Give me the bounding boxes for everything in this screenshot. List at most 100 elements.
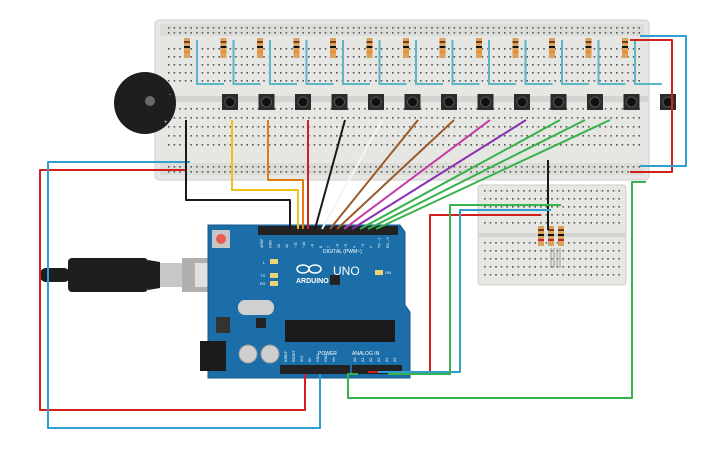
wire-white [321, 119, 383, 230]
wire-teal [378, 40, 407, 85]
pushbutton-row [222, 94, 676, 110]
wire-teal [488, 40, 516, 85]
pin-label: RX←0 [386, 237, 390, 248]
usb-cable [40, 258, 224, 292]
wire-green-3 [375, 119, 611, 230]
wire-teal [415, 40, 443, 85]
wire-teal [232, 40, 261, 85]
resistor [512, 38, 519, 58]
resistor-row [184, 38, 628, 58]
pin-label: RESET [292, 349, 296, 362]
led-l-label: L [263, 260, 266, 265]
power-pin-labels: IOREF RESET 3V3 5V GND GND Vin [284, 349, 336, 362]
pushbutton[interactable] [368, 94, 384, 110]
pin-label: A1 [361, 358, 365, 362]
pin-label: 4 [352, 246, 356, 248]
pin-label: GND [316, 354, 320, 362]
analog-header-label: ANALOG IN [352, 351, 380, 357]
resistor [549, 38, 555, 58]
resistor [403, 38, 409, 58]
pushbutton[interactable] [587, 94, 603, 110]
wire-teal [561, 40, 589, 85]
resistor [439, 38, 446, 58]
wire-teal [634, 40, 662, 85]
wire-teal [524, 40, 553, 85]
pin-label: 2 [369, 246, 373, 248]
pin-label: A3 [377, 358, 381, 362]
rgb-led [550, 248, 561, 268]
resistor [257, 38, 263, 58]
pin-label: A0 [353, 358, 357, 362]
pin-label: ~3 [361, 244, 365, 248]
resistor [220, 38, 227, 58]
wire-purple [351, 119, 527, 230]
pin-label: 12 [285, 244, 289, 248]
pin-label: Vin [332, 357, 336, 362]
wire-teal [269, 40, 297, 85]
piezo-buzzer: - + [114, 72, 176, 134]
arduino-brand: ARDUINO [296, 278, 329, 285]
led-tx-label: TX [260, 273, 265, 278]
pin-label: 8 [319, 246, 323, 248]
wire-teal [451, 40, 480, 85]
pin-label: GND [268, 240, 272, 248]
resistor [293, 38, 300, 58]
wires [39, 35, 687, 429]
pin-label: 3V3 [300, 356, 304, 362]
wire-orange [267, 120, 304, 229]
svg-text:-: - [169, 92, 171, 98]
rgb-led-resistors [538, 226, 564, 246]
wire-brown-2 [336, 119, 455, 230]
pin-label: ~11 [294, 242, 298, 248]
pin-label: A2 [369, 358, 373, 362]
pushbutton[interactable] [660, 94, 676, 110]
arduino-model: UNO [333, 264, 360, 278]
pushbutton[interactable] [331, 94, 348, 110]
power-header-label: POWER [318, 351, 337, 357]
pushbutton[interactable] [623, 94, 640, 110]
pin-label: ~5 [344, 244, 348, 248]
pin-label: IOREF [284, 350, 288, 362]
resistor [330, 38, 336, 58]
pin-label: GND [324, 354, 328, 362]
wire-green-2 [367, 119, 586, 230]
pin-label: 7 [327, 246, 331, 248]
pushbutton[interactable] [295, 94, 311, 110]
wire-green-analog-b [347, 181, 646, 399]
wire-teal [196, 40, 224, 85]
pushbutton[interactable] [550, 94, 567, 110]
wire-teal [597, 40, 626, 85]
pushbutton[interactable] [441, 94, 457, 110]
pushbutton[interactable] [404, 94, 421, 110]
arduino-uno-board: ARDUINO UNO DIGITAL (PWM~) POWER ANALOG … [200, 224, 411, 379]
resistor [585, 38, 592, 58]
wire-black-gnd [185, 120, 291, 229]
wire-blue-analog [378, 209, 551, 373]
wire-magenta [343, 119, 491, 230]
pin-label: ~9 [310, 244, 314, 248]
resistor [184, 38, 190, 58]
wire-brown-1 [329, 119, 419, 230]
wire-red-power-left [39, 169, 306, 411]
pin-label: AREF [260, 238, 264, 248]
resistor [622, 38, 628, 58]
wire-blue-gnd-left [47, 161, 321, 429]
led-on-label: ON [385, 270, 391, 275]
wire-teal [305, 40, 334, 85]
pushbutton[interactable] [258, 94, 275, 110]
resistor [366, 38, 373, 58]
led-rx-label: RX [260, 281, 266, 286]
pushbutton[interactable] [222, 94, 238, 110]
pushbutton[interactable] [514, 94, 530, 110]
pin-label: 5V [308, 357, 312, 362]
pushbutton[interactable] [477, 94, 494, 110]
svg-text:+: + [164, 120, 168, 126]
pin-label: 13 [277, 244, 281, 248]
pin-label: ~10 [302, 242, 306, 248]
resistor [476, 38, 482, 58]
wire-teal [342, 40, 370, 85]
pin-label: ~6 [336, 244, 340, 248]
arduino-logo-icon [296, 264, 322, 274]
